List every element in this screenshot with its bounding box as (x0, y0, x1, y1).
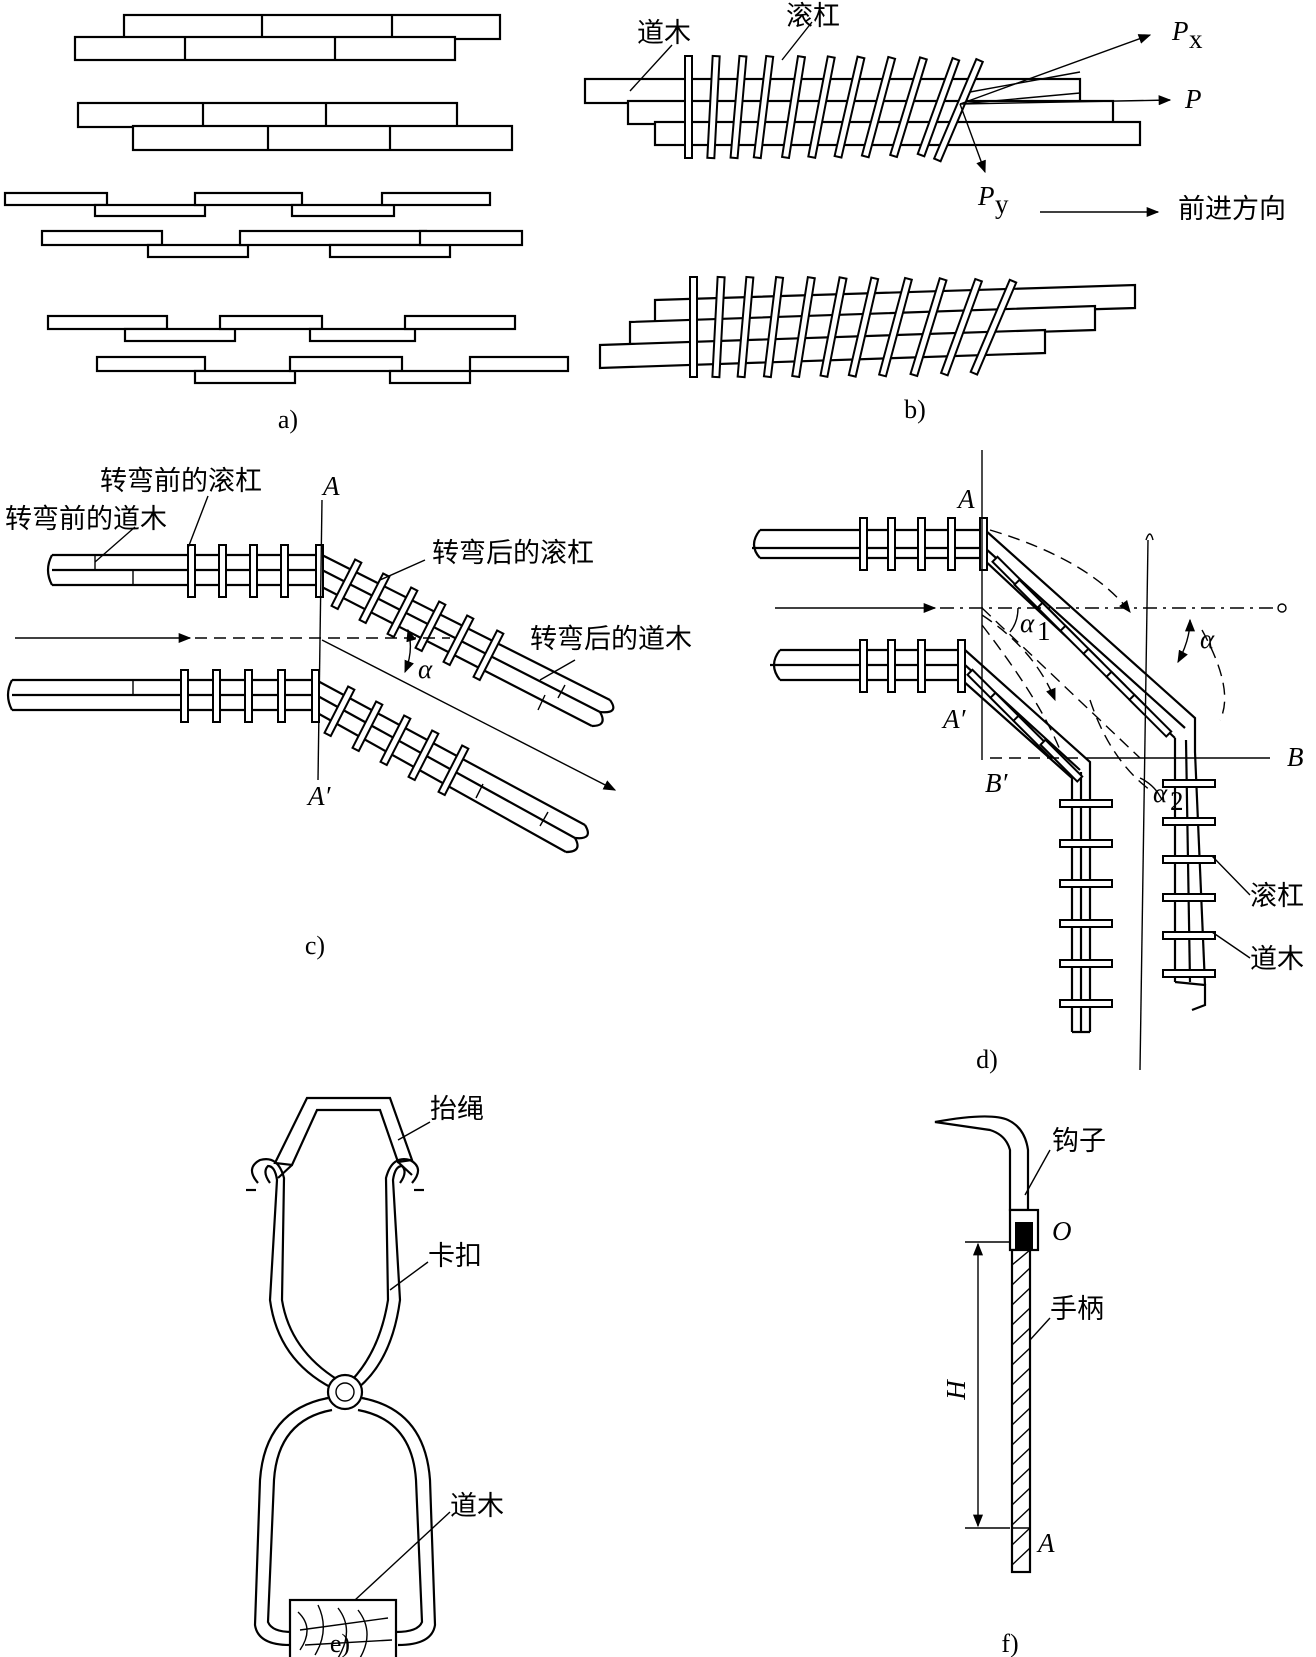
label-rope: 抬绳 (430, 1094, 484, 1125)
clamp-arm-left-upper (250, 1158, 339, 1381)
angle-alpha-arc (404, 628, 417, 674)
label-alpha2: α (1153, 778, 1168, 808)
line-a-a-prime (317, 499, 323, 781)
leader-sleeper-b (629, 44, 673, 92)
inner-arc-arrow (981, 614, 1056, 702)
panel-d-right-angle-turn: A A′ B′ B α 1 α α 2 滚杠 道木 d) (752, 450, 1304, 1074)
clamp-arm-right-upper (351, 1158, 420, 1381)
panel-b-rollers-bottom (689, 275, 1018, 379)
panel-a-sleeper-layouts: a) (3, 13, 570, 434)
panel-a-layout-2 (76, 101, 514, 152)
panel-c-turn-by-rollers: α A A′ 转弯前的滚杠 转弯前的道木 转弯后的滚杠 转弯后的道木 c) (5, 466, 692, 960)
force-py-arrow (959, 103, 986, 174)
force-px-arrow (959, 34, 1152, 105)
label-px: P (1171, 16, 1189, 46)
label-sleeper-e: 道木 (450, 1491, 504, 1522)
turned-direction-arrow (321, 639, 617, 791)
label-alpha2-sub: 2 (1170, 786, 1184, 816)
panel-d-inner-track (770, 639, 1113, 1034)
panel-b-caption: b) (904, 395, 926, 424)
leader-handle (1029, 1317, 1051, 1341)
angle-alpha2-arc (1139, 777, 1163, 801)
mid-turn-arc (1089, 699, 1151, 791)
label-b-d: B (1287, 742, 1304, 772)
panel-d-outer-track (752, 517, 1216, 1012)
leader-sleeper-d (1211, 931, 1251, 959)
label-a-prime-d: A′ (941, 704, 966, 734)
panel-c-caption: c) (305, 931, 325, 960)
panel-b-rollers-top (684, 54, 985, 163)
panel-b-sleepers-top (583, 71, 1142, 147)
label-roller-before: 转弯前的滚杠 (100, 466, 262, 497)
panel-f-hook-bar: H 钩子 O 手柄 A f) (934, 1115, 1106, 1657)
panel-f-caption: f) (1001, 1629, 1018, 1657)
leader-hook (1024, 1149, 1051, 1196)
panel-e-carrying-clamp: 抬绳 卡扣 道木 e) (246, 1094, 504, 1657)
leader-roller-d (1211, 855, 1251, 896)
force-p-arrow (959, 95, 1172, 106)
label-b-prime-d: B′ (985, 768, 1008, 798)
label-a-d: A (956, 484, 975, 514)
label-a-f: A (1036, 1528, 1055, 1558)
angle-alpha-arc-d (1177, 618, 1196, 664)
label-alpha-c: α (418, 654, 433, 684)
label-sleeper-before: 转弯前的道木 (5, 504, 167, 535)
label-hook: 钩子 (1052, 1126, 1106, 1157)
leader-sleeper-before (94, 526, 136, 563)
label-p: P (1184, 84, 1202, 114)
label-roller-b: 滚杠 (786, 1, 840, 32)
leader-sleeper-after (539, 659, 576, 681)
outer-arc-arrow (989, 529, 1131, 613)
label-a-prime-c: A′ (306, 781, 331, 811)
label-sleeper-b: 道木 (637, 18, 691, 49)
inner-turn-arc (981, 624, 1061, 751)
panel-b-force-vectors: P x P P y 前进方向 (959, 16, 1286, 225)
clamp-pivot (326, 1373, 364, 1411)
label-alpha-d: α (1200, 624, 1215, 654)
panel-e-caption: e) (330, 1629, 350, 1657)
label-clamp: 卡扣 (428, 1241, 482, 1272)
leader-roller-before (187, 495, 209, 549)
panel-c-upper-track (46, 544, 615, 728)
clamp-arm-left-lower (253, 1396, 329, 1647)
leader-rope (397, 1121, 431, 1141)
panel-b-straight-travel: P x P P y 前进方向 道木 滚杠 (583, 1, 1286, 424)
label-a-c: A (321, 471, 340, 501)
label-sleeper-d: 道木 (1250, 944, 1304, 975)
panel-a-layout-4 (46, 314, 570, 385)
diagonal-centerline (981, 607, 1141, 759)
lifting-rope (273, 1096, 414, 1167)
label-roller-d: 滚杠 (1250, 881, 1304, 912)
leader-sleeper-e (354, 1511, 451, 1601)
hook (934, 1115, 1030, 1212)
label-py: P (977, 181, 995, 211)
label-alpha1-sub: 1 (1037, 616, 1051, 646)
leader-roller-after (379, 559, 426, 581)
label-roller-after: 转弯后的滚杠 (432, 538, 594, 569)
label-sleeper-after: 转弯后的道木 (530, 624, 692, 655)
centerline-vertical (1139, 539, 1149, 1071)
clamp-arm-right-lower (361, 1396, 437, 1647)
centerline-end-marker (1277, 603, 1287, 613)
centerline-top-marker (1145, 533, 1154, 541)
leader-roller-b (781, 21, 813, 61)
angle-alpha1-arc (1009, 607, 1019, 633)
label-direction: 前进方向 (1178, 194, 1286, 225)
leader-clamp (389, 1261, 429, 1291)
label-h: H (941, 1379, 971, 1401)
pivot-o (1015, 1222, 1033, 1250)
label-handle: 手柄 (1050, 1294, 1104, 1325)
panel-a-layout-3 (3, 191, 524, 259)
label-px-sub: x (1189, 24, 1203, 54)
panel-a-layout-1 (73, 13, 502, 62)
label-alpha1: α (1020, 608, 1035, 638)
panel-d-caption: d) (976, 1045, 998, 1074)
panel-c-lower-track (6, 669, 589, 854)
label-o: O (1052, 1216, 1072, 1246)
label-py-sub: y (995, 189, 1009, 219)
panel-a-caption: a) (278, 405, 298, 434)
